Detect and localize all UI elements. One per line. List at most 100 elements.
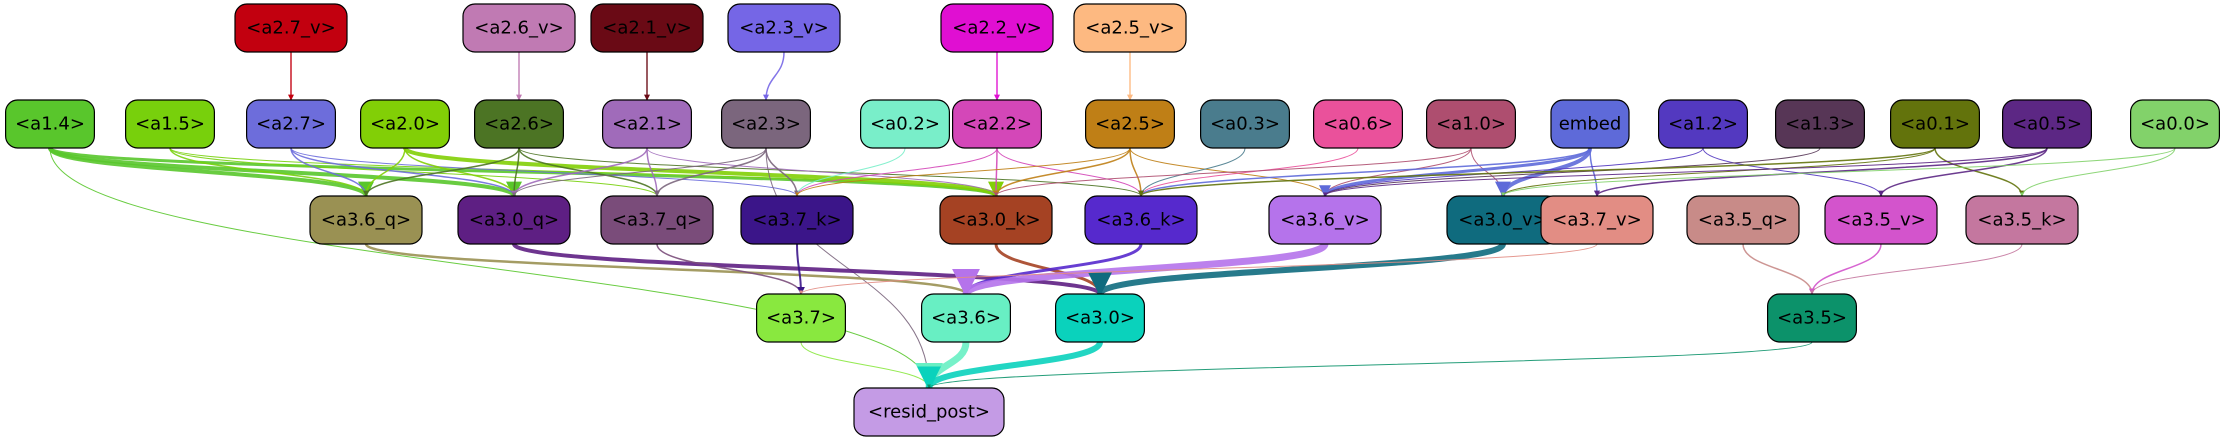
node-a0-5[interactable]: <a0.5> <box>2001 99 2092 149</box>
edge-a1_0-to-a3_0_k <box>994 147 1472 197</box>
node-layer: <a2.7_v> <a2.6_v> <a2.1_v> <a2.3_v> <a2.2_v>… <box>4 3 2221 437</box>
node-box <box>1084 195 1198 245</box>
node-box <box>727 3 841 53</box>
edge-a0_5-to-a3_5_v <box>1878 147 2048 197</box>
node-a3-6-v[interactable]: <a3.6_v> <box>1268 195 1382 245</box>
node-label: <a2.1> <box>612 114 682 135</box>
node-a3-7[interactable]: <a3.7> <box>755 293 846 343</box>
node-a2-3-v[interactable]: <a2.3_v> <box>727 3 841 53</box>
node-a2-3[interactable]: <a2.3> <box>720 99 811 149</box>
node-box <box>2130 99 2221 149</box>
edge-a2_7-to-a3_0_q <box>290 147 517 197</box>
node-a3-7-v[interactable]: <a3.7_v> <box>1540 195 1654 245</box>
node-a0-6[interactable]: <a0.6> <box>1312 99 1403 149</box>
node-box <box>1425 99 1516 149</box>
edge-a0_1-to-a3_0_v <box>1501 147 1936 197</box>
node-a3-7-k[interactable]: <a3.7_k> <box>740 195 854 245</box>
node-a2-6[interactable]: <a2.6> <box>474 99 565 149</box>
node-label: <a2.3> <box>731 114 801 135</box>
node-box <box>1965 195 2079 245</box>
node-a3-0[interactable]: <a3.0> <box>1054 293 1145 343</box>
node-a2-2-v[interactable]: <a2.2_v> <box>940 3 1054 53</box>
edge-a0_0-to-a3_5_k <box>2020 147 2176 197</box>
node-label: <a1.2> <box>1668 114 1738 135</box>
node-box <box>457 195 571 245</box>
node-box <box>1312 99 1403 149</box>
node-a1-5[interactable]: <a1.5> <box>124 99 216 149</box>
edge-a2_1-to-a3_0_q <box>511 147 648 197</box>
node-label: <a3.5_k> <box>1977 210 2066 231</box>
node-box <box>1540 195 1654 245</box>
node-label: <a2.5> <box>1095 114 1165 135</box>
edge-a2_3-to-a3_0_q <box>512 147 767 197</box>
node-label: <a3.7_q> <box>612 210 702 231</box>
node-box <box>360 99 451 149</box>
node-a3-6-q[interactable]: <a3.6_q> <box>309 195 423 245</box>
node-a1-2[interactable]: <a1.2> <box>1657 99 1748 149</box>
node-a3-6-k[interactable]: <a3.6_k> <box>1084 195 1198 245</box>
node-a2-7[interactable]: <a2.7> <box>246 99 337 149</box>
node-box <box>853 387 1005 437</box>
node-a3-0-k[interactable]: <a3.0_k> <box>939 195 1053 245</box>
node-box <box>755 293 846 343</box>
node-a3-0-v[interactable]: <a3.0_v> <box>1446 195 1560 245</box>
node-embed[interactable]: embed <box>1550 99 1630 149</box>
edge-a2_3_v-to-a2_3 <box>763 51 785 101</box>
node-resid-post[interactable]: <resid_post> <box>853 387 1005 437</box>
node-box <box>740 195 854 245</box>
node-a2-1[interactable]: <a2.1> <box>601 99 692 149</box>
node-a2-0[interactable]: <a2.0> <box>360 99 451 149</box>
node-box <box>1550 99 1630 149</box>
edge-a1_3-to-a3_6_v <box>1323 147 1821 197</box>
node-a3-5-k[interactable]: <a3.5_k> <box>1965 195 2079 245</box>
node-a3-5-q[interactable]: <a3.5_q> <box>1686 195 1800 245</box>
node-a0-2[interactable]: <a0.2> <box>859 99 950 149</box>
edge-a0_0-to-a3_0_v <box>1501 147 2176 197</box>
edge-a2_0-to-a3_0_k <box>403 146 1004 198</box>
node-a0-1[interactable]: <a0.1> <box>1889 99 1980 149</box>
edge-a1_0-to-a3_0_v <box>1470 147 1505 197</box>
edge-a0_6-to-a3_6_k <box>1139 147 1359 197</box>
node-a2-2[interactable]: <a2.2> <box>951 99 1042 149</box>
node-box <box>1766 293 1857 343</box>
node-a2-5[interactable]: <a2.5> <box>1084 99 1175 149</box>
edge-a0_2-to-a3_7_k <box>795 147 906 197</box>
node-a3-5-v[interactable]: <a3.5_v> <box>1824 195 1938 245</box>
edge-a1_5-to-a3_7_q <box>169 147 659 197</box>
node-label: <a3.6_q> <box>321 210 411 231</box>
edge-a3_5_k-to-a3_5 <box>1810 243 2023 295</box>
node-label: <a2.2_v> <box>952 18 1041 39</box>
node-a0-3[interactable]: <a0.3> <box>1199 99 1290 149</box>
node-label: <a1.0> <box>1436 114 1506 135</box>
edge-a2_2-to-a3_7_k <box>795 147 998 197</box>
node-a2-1-v[interactable]: <a2.1_v> <box>590 3 704 53</box>
edge-a1_2-to-a3_5_v <box>1702 147 1883 197</box>
node-a1-0[interactable]: <a1.0> <box>1425 99 1516 149</box>
node-label: <a2.3_v> <box>739 18 828 39</box>
node-a3-5[interactable]: <a3.5> <box>1766 293 1857 343</box>
node-box <box>720 99 811 149</box>
edge-embed-to-a3_7_v <box>1589 147 1600 197</box>
node-box <box>1084 99 1175 149</box>
node-box <box>1889 99 1980 149</box>
node-label: <a3.5> <box>1777 308 1847 329</box>
edge-a1_4-to-a3_0_k <box>48 146 1002 198</box>
edge-a3_5_q-to-a3_5 <box>1742 243 1815 295</box>
edge-a0_5-to-a3_7_v <box>1594 147 2048 197</box>
node-box <box>1686 195 1800 245</box>
node-a1-3[interactable]: <a1.3> <box>1774 99 1865 149</box>
node-a3-0-q[interactable]: <a3.0_q> <box>457 195 571 245</box>
node-a2-5-v[interactable]: <a2.5_v> <box>1073 3 1187 53</box>
node-a2-7-v[interactable]: <a2.7_v> <box>234 3 348 53</box>
node-box <box>600 195 714 245</box>
node-a3-6[interactable]: <a3.6> <box>920 293 1011 343</box>
edge-a1_5-to-a3_6_q <box>169 147 369 197</box>
edge-a2_5-to-a3_7_k <box>795 147 1131 197</box>
node-a1-4[interactable]: <a1.4> <box>4 99 96 149</box>
edge-a2_7-to-a3_6_q <box>290 147 369 197</box>
node-a3-7-q[interactable]: <a3.7_q> <box>600 195 714 245</box>
node-a0-0[interactable]: <a0.0> <box>2130 99 2221 149</box>
node-a2-6-v[interactable]: <a2.6_v> <box>462 3 576 53</box>
node-box <box>246 99 337 149</box>
